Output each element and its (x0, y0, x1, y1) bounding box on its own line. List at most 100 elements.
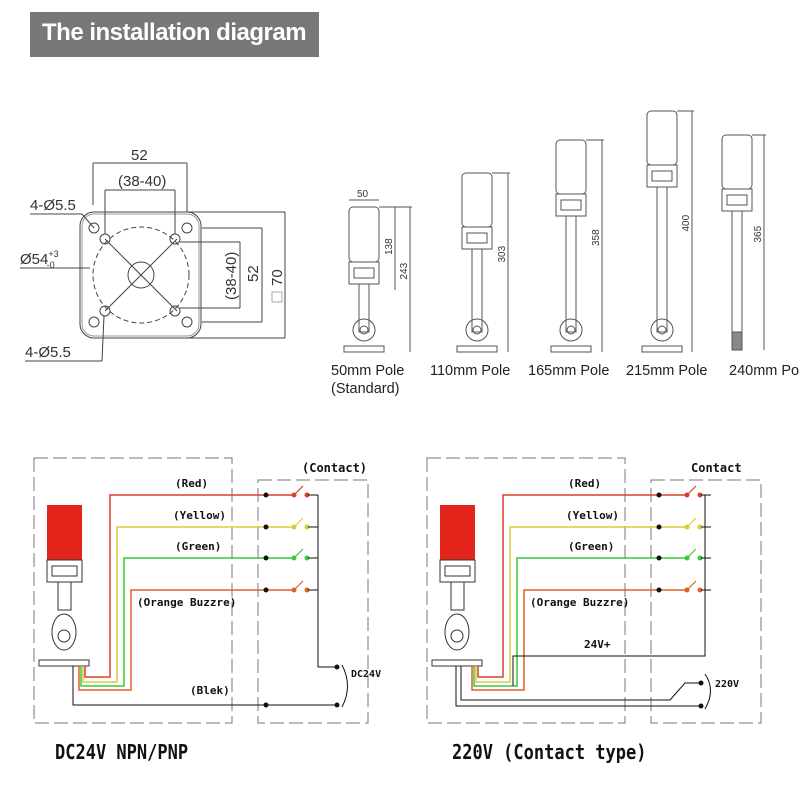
pole-2 (550, 139, 604, 353)
switch-contact (697, 524, 703, 530)
terminal-dot (263, 524, 269, 530)
wire-orange (78, 589, 292, 691)
dim-total-3: 400 (681, 214, 692, 231)
pole-tube (565, 215, 577, 333)
wire-red (477, 494, 685, 678)
wire-label: (Red) (568, 477, 601, 490)
switch-contact (684, 555, 690, 561)
base-flange (343, 345, 385, 353)
dim-total-2: 358 (591, 229, 602, 246)
lamp-window (444, 565, 471, 577)
switch-contact (291, 555, 297, 561)
title-banner: The installation diagram (30, 12, 319, 57)
common-label: 24V+ (584, 638, 611, 651)
switch-blade (686, 580, 697, 591)
dim-side-total: 70 (269, 269, 286, 286)
contact-label: (Contact) (302, 461, 367, 475)
lamp-red-head (47, 505, 82, 560)
switch-blade (686, 517, 697, 528)
switch-blade (686, 485, 697, 496)
lamp-window-band (461, 226, 493, 250)
switch-blade (293, 580, 304, 591)
supply-bracket (341, 664, 348, 708)
supply-terminal (334, 702, 340, 708)
supply-terminal (698, 680, 704, 686)
lamp-window (726, 194, 748, 206)
device-box (426, 457, 626, 724)
page-title: The installation diagram (42, 19, 307, 46)
supply-label: DC24V (351, 669, 381, 680)
common-label: (Blek) (190, 684, 230, 697)
dim-side-inner: (38-40) (223, 252, 240, 300)
device-box (33, 457, 233, 724)
pole-label-110: 110mm Pole (430, 363, 511, 379)
lamp-red-head (440, 505, 475, 560)
contact-box (650, 479, 762, 724)
wire-yellow (475, 526, 685, 683)
switch-blade (293, 517, 304, 528)
pole-0 (343, 206, 412, 353)
switch-contact (304, 524, 310, 530)
pivot-bolt (450, 629, 464, 643)
dim-side-outer: 52 (245, 265, 262, 282)
plate-outline (79, 211, 202, 339)
wire-black (72, 666, 337, 706)
switch-blade (293, 485, 304, 496)
wire-label: (Orange Buzzre) (137, 596, 236, 609)
wire-label: (Green) (568, 540, 614, 553)
bus-line (512, 495, 706, 686)
pivot-bolt (359, 325, 369, 335)
hole-spec-bottom: 4-Ø5.5 (25, 344, 71, 361)
switch-contact (684, 524, 690, 530)
switch-line (460, 666, 701, 701)
threaded-end (731, 331, 743, 351)
bus-line (317, 495, 337, 668)
supply-terminal (698, 703, 704, 709)
pole-tube (731, 210, 743, 351)
wire-label: (Red) (175, 477, 208, 490)
lamp-head (721, 134, 753, 190)
lamp-window-band (555, 193, 587, 217)
dim-width-50: 50 (357, 189, 369, 200)
terminal-dot (263, 555, 269, 561)
switch-contact (684, 587, 690, 593)
supply-bracket (704, 673, 711, 710)
dim-top-outer: 52 (131, 147, 148, 164)
base-flange (641, 345, 683, 353)
pivot-bolt (57, 629, 71, 643)
pivot-bolt (657, 325, 667, 335)
pole-tube (471, 248, 483, 333)
lamp-window-band (721, 188, 753, 212)
switch-contact (304, 555, 310, 561)
pole-tube (358, 283, 370, 333)
lamp-window (651, 170, 673, 182)
wire-label: (Green) (175, 540, 221, 553)
contact-box (257, 479, 369, 724)
switch-contact (684, 492, 690, 498)
switch-contact (291, 492, 297, 498)
lamp-window (353, 267, 375, 279)
dim-head-138: 138 (384, 238, 395, 255)
lamp-head (461, 172, 493, 228)
terminal-dot (656, 492, 662, 498)
supply-terminal (334, 664, 340, 670)
base-flange (456, 345, 498, 353)
lamp-body (439, 559, 476, 583)
pole-4 (721, 134, 766, 351)
wiring-diagram-1: (Red)(Yellow)(Green)(Orange Buzzre)Conta… (426, 457, 762, 724)
wire-yellow (82, 526, 292, 683)
terminal-dot (263, 492, 269, 498)
switch-blade (293, 548, 304, 559)
pole-3 (641, 110, 694, 353)
terminal-dot (263, 702, 269, 708)
dim-top-inner: (38-40) (118, 173, 166, 190)
caption-220v: 220V (Contact type) (452, 740, 647, 764)
pole-tube (656, 186, 668, 333)
terminal-dot (656, 555, 662, 561)
lamp-window-band (646, 164, 678, 188)
lamp-head (646, 110, 678, 166)
contact-label: Contact (691, 461, 742, 475)
